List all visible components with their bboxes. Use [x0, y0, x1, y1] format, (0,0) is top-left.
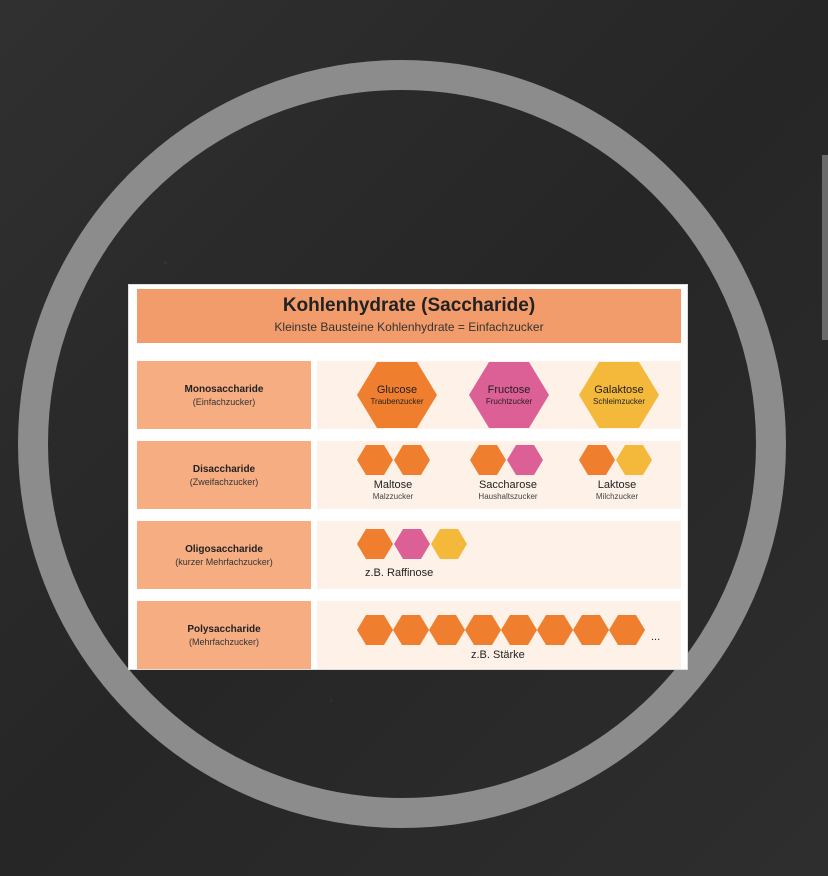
- row-content: z.B. Raffinose: [317, 521, 681, 589]
- row-label: Oligosaccharide (kurzer Mehrfachzucker): [137, 521, 311, 589]
- row-name: Polysaccharide: [187, 623, 261, 635]
- maltose-caption: Maltose Malzzucker: [347, 479, 439, 501]
- hexagon: [616, 445, 652, 475]
- hexagon: [507, 445, 543, 475]
- row-name: Disaccharide: [192, 463, 256, 475]
- row-content: ... z.B. Stärke: [317, 601, 681, 669]
- hexagon: [470, 445, 506, 475]
- row-name: Monosaccharide: [184, 383, 264, 395]
- row-content: Glucose Traubenzucker Fructose Fruchtzuc…: [317, 361, 681, 429]
- caption-sub: Milchzucker: [595, 492, 639, 501]
- hexagon: [579, 445, 615, 475]
- row-content: Maltose Malzzucker Saccharose Haushaltsz…: [317, 441, 681, 509]
- fructose-hexagon: Fructose Fruchtzucker: [469, 362, 549, 428]
- slide-title: Kohlenhydrate (Saccharide): [282, 295, 536, 316]
- hexagon: [429, 615, 465, 645]
- hexagon: [357, 529, 393, 559]
- row-label: Disaccharide (Zweifachzucker): [137, 441, 311, 509]
- hex-name: Glucose: [376, 384, 418, 396]
- hex-name: Galaktose: [594, 384, 644, 396]
- row-disaccharide: Disaccharide (Zweifachzucker) Maltose Ma…: [137, 441, 681, 509]
- hex-name: Fructose: [487, 384, 531, 396]
- row-sub: (Mehrfachzucker): [188, 636, 260, 647]
- edge-mark: [822, 155, 828, 340]
- hexagon: [394, 445, 430, 475]
- hexagon: [465, 615, 501, 645]
- row-oligosaccharide: Oligosaccharide (kurzer Mehrfachzucker) …: [137, 521, 681, 589]
- row-polysaccharide: Polysaccharide (Mehrfachzucker) ... z.B.…: [137, 601, 681, 669]
- oligosaccharide-example: z.B. Raffinose: [365, 567, 434, 579]
- hexagon: [394, 529, 430, 559]
- hexagon: [501, 615, 537, 645]
- glucose-hexagon: Glucose Traubenzucker: [357, 362, 437, 428]
- caption-name: Saccharose: [478, 479, 538, 491]
- hexagon: [357, 615, 393, 645]
- hex-sub: Schleimzucker: [592, 397, 645, 406]
- slide-subtitle: Kleinste Bausteine Kohlenhydrate = Einfa…: [274, 320, 544, 334]
- hexagon: [431, 529, 467, 559]
- hex-sub: Fruchtzucker: [485, 397, 533, 406]
- laktose-caption: Laktose Milchzucker: [571, 479, 663, 501]
- row-sub: (kurzer Mehrfachzucker): [175, 556, 273, 567]
- hexagon: [573, 615, 609, 645]
- row-label: Polysaccharide (Mehrfachzucker): [137, 601, 311, 669]
- row-sub: (Einfachzucker): [192, 396, 256, 407]
- hexagon: [393, 615, 429, 645]
- row-name: Oligosaccharide: [185, 543, 263, 555]
- row-label: Monosaccharide (Einfachzucker): [137, 361, 311, 429]
- polysaccharide-example: z.B. Stärke: [471, 649, 525, 661]
- caption-name: Maltose: [373, 479, 413, 491]
- row-monosaccharide: Monosaccharide (Einfachzucker) Glucose T…: [137, 361, 681, 429]
- row-sub: (Zweifachzucker): [189, 476, 259, 487]
- hex-sub: Traubenzucker: [370, 397, 424, 406]
- slide-header: Kohlenhydrate (Saccharide) Kleinste Baus…: [137, 289, 681, 343]
- caption-name: Laktose: [597, 479, 637, 491]
- ellipsis: ...: [651, 631, 661, 643]
- caption-sub: Malzzucker: [372, 492, 414, 501]
- hexagon: [537, 615, 573, 645]
- carbohydrate-slide: Kohlenhydrate (Saccharide) Kleinste Baus…: [128, 284, 688, 670]
- saccharose-caption: Saccharose Haushaltszucker: [459, 479, 557, 501]
- hexagon: [609, 615, 645, 645]
- galaktose-hexagon: Galaktose Schleimzucker: [579, 362, 659, 428]
- hexagon: [357, 445, 393, 475]
- caption-sub: Haushaltszucker: [478, 492, 538, 501]
